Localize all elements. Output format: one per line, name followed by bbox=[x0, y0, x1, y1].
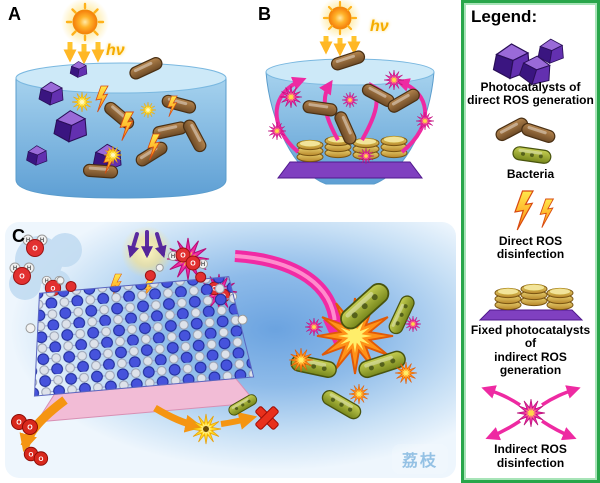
support-slab bbox=[277, 161, 423, 179]
lattice-sheet bbox=[33, 276, 255, 397]
watermark: 荔枝 bbox=[392, 444, 449, 474]
sun-icon bbox=[61, 0, 109, 46]
ros-starburst-icon bbox=[349, 384, 369, 404]
legend-title: Legend: bbox=[471, 7, 538, 26]
legend-item-label: Fixed photocatalysts of indirect ROS gen… bbox=[470, 322, 591, 377]
photocatalyst-lattice bbox=[25, 263, 257, 423]
legend-items: Photocatalysts of direct ROS generation … bbox=[467, 27, 594, 478]
photocatalyst-crystals-icon bbox=[493, 38, 565, 88]
red-x-icon bbox=[255, 406, 279, 430]
legend-item-bacteria: Bacteria bbox=[476, 115, 586, 181]
fixed-photocatalyst bbox=[277, 135, 423, 179]
bacterium-icon bbox=[82, 163, 119, 179]
legend-item-fixed-photocatalysts: Fixed photocatalysts of indirect ROS gen… bbox=[467, 270, 594, 378]
legend-item-label: Bacteria bbox=[506, 166, 555, 181]
sun-icon bbox=[319, 0, 361, 39]
direct-ros-lightning-icon bbox=[513, 190, 554, 231]
water-cylinder bbox=[15, 62, 227, 199]
bacterium-icon bbox=[386, 293, 417, 337]
legend-item-label: Direct ROS disinfection bbox=[496, 233, 565, 262]
indirect-ros-starburst-icon bbox=[480, 385, 581, 441]
panel-b-label: B bbox=[258, 4, 271, 24]
light-arrows-icon bbox=[63, 42, 105, 65]
legend-item-photocatalysts: Photocatalysts of direct ROS generation bbox=[467, 35, 594, 108]
bacteria-icon bbox=[492, 115, 557, 165]
legend-item-indirect-ros: Indirect ROS disinfection bbox=[476, 385, 586, 470]
legend-panel: Legend: Photocatalysts of direct ROS gen… bbox=[461, 0, 600, 483]
o2-molecule bbox=[23, 446, 49, 466]
light-arrows-icon bbox=[319, 36, 361, 57]
edge-atoms bbox=[25, 263, 248, 334]
legend-item-direct-ros: Direct ROS disinfection bbox=[476, 189, 586, 262]
blocked-contact-pathway bbox=[153, 392, 279, 444]
water-molecules-cloud bbox=[9, 233, 82, 300]
hv-label-a: hν bbox=[106, 42, 125, 59]
ros-starburst-icon bbox=[305, 318, 323, 336]
coin-stack-icon bbox=[296, 139, 324, 163]
ros-attack-arrow bbox=[234, 250, 347, 346]
superoxide-pathway bbox=[11, 396, 68, 466]
legend-item-label: Photocatalysts of direct ROS generation bbox=[467, 79, 594, 108]
light-source-icon bbox=[121, 226, 173, 278]
disinfected-bacteria-group bbox=[289, 278, 421, 422]
panel-a-scene bbox=[15, 0, 227, 199]
legend-item-label: Indirect ROS disinfection bbox=[494, 442, 567, 470]
panel-b-scene bbox=[265, 0, 435, 185]
watermark-text: 荔枝 bbox=[402, 453, 439, 470]
fixed-photocatalyst-icon bbox=[478, 283, 583, 321]
panel-c-label: C bbox=[12, 226, 25, 246]
o2-molecule bbox=[11, 414, 38, 435]
panel-c-scene bbox=[9, 226, 456, 466]
hv-label-b: hν bbox=[370, 18, 389, 35]
coin-stack-icon bbox=[380, 135, 408, 159]
panel-a-label: A bbox=[8, 4, 21, 24]
